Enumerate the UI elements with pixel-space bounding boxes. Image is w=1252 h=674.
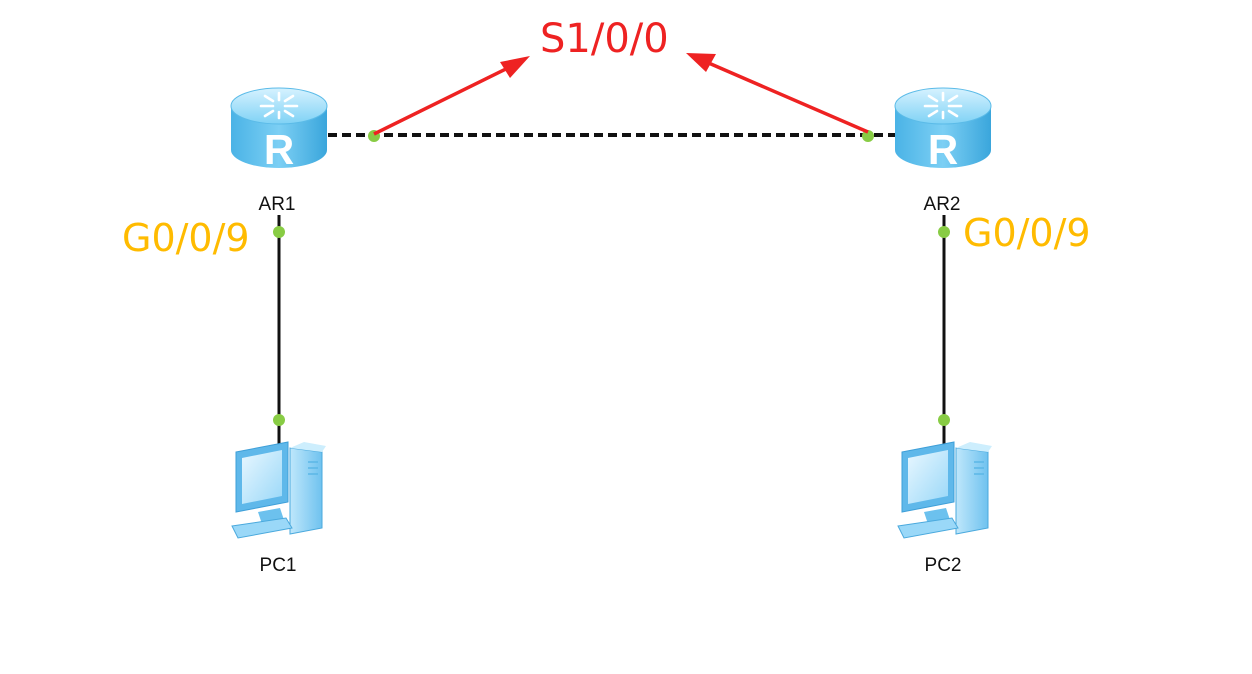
ar1-gig-port-dot [273,226,285,238]
ar1-gig-interface-label: G0/0/9 [122,216,250,260]
arrow-icon [373,56,530,136]
ar1-label: AR1 [259,194,296,215]
pc-icon [897,441,993,539]
pc1-port-dot [273,414,285,426]
router-ar2[interactable]: R [893,86,993,173]
router-letter-ar1: R [264,126,294,173]
pc1-node[interactable] [231,441,327,539]
pc2-port-dot [938,414,950,426]
router-ar1[interactable]: R [229,86,329,173]
ar2-serial-port-dot [862,130,874,142]
serial-interface-label: S1/0/0 [540,16,669,62]
pc2-node[interactable] [897,441,993,539]
pc1-label: PC1 [260,555,297,576]
ar2-label: AR2 [924,194,961,215]
arrow-icon [686,53,869,134]
pc-icon [231,441,327,539]
ar2-gig-interface-label: G0/0/9 [963,211,1091,255]
pc2-label: PC2 [925,555,962,576]
ar2-gig-port-dot [938,226,950,238]
router-letter-ar2: R [928,126,958,173]
